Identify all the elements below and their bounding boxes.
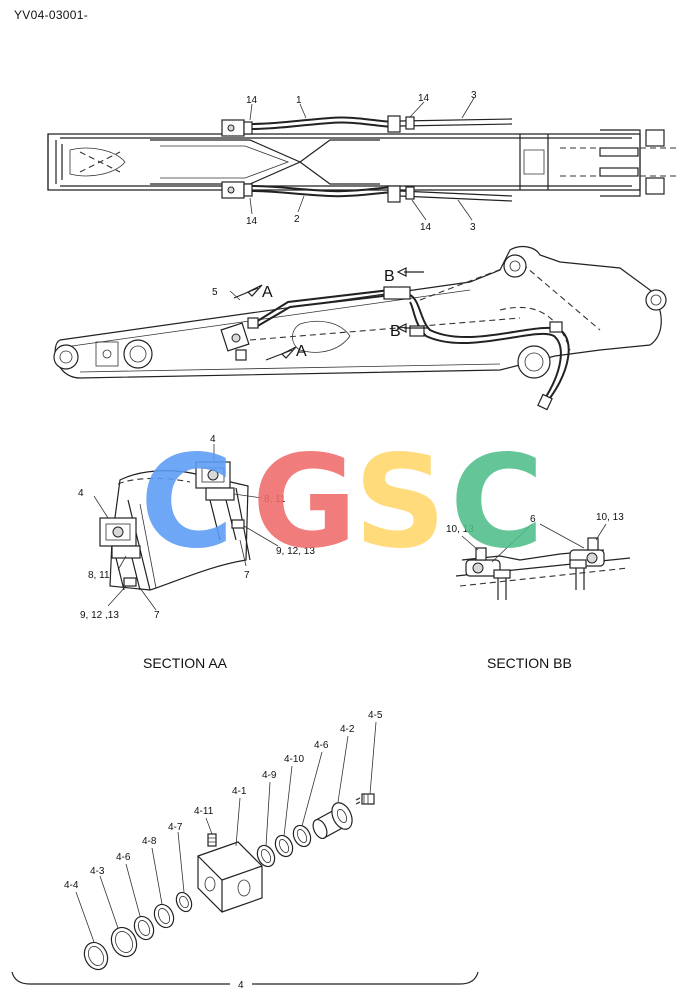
document-id: YV04-03001-	[14, 8, 89, 22]
section-aa-callouts: 4 4 8, 11 8, 11 9, 12, 13 9, 12 ,13 7 7 …	[78, 434, 315, 671]
callout-4-6-right: 4-6	[314, 740, 329, 751]
callout-bb-bolt-left: 10, 13	[446, 524, 474, 535]
callout-aa-block-top: 4	[210, 434, 216, 445]
callout-aa-bolt-left: 8, 11	[88, 570, 110, 581]
callout-pipe-upper: 3	[471, 90, 477, 101]
block-4-1	[197, 833, 263, 913]
exploded-view-drawing	[11, 721, 479, 985]
callout-4-9: 4-9	[262, 770, 277, 781]
side-view-boom	[53, 245, 667, 379]
callout-part-5: 5	[212, 287, 218, 298]
snap-ring-4-4	[83, 941, 109, 971]
section-aa-drawing	[93, 444, 279, 611]
watermark-letter-3: S	[354, 428, 446, 577]
callout-hose-lower: 2	[294, 214, 300, 225]
callout-clamp-lower-mid: 14	[420, 222, 432, 233]
top-view-callouts: 1 3 14 14 2 3 14 14	[246, 90, 477, 233]
callout-bb-bolt-right: 10, 13	[596, 512, 624, 523]
pin-4-2	[312, 802, 353, 840]
callout-4-8: 4-8	[142, 836, 157, 847]
callout-hose-upper: 1	[296, 95, 302, 106]
callout-4-4: 4-4	[64, 880, 79, 891]
callout-4-7: 4-7	[168, 822, 183, 833]
callout-4-11: 4-11	[194, 806, 214, 817]
ring-4-3	[110, 926, 138, 958]
callout-pipe-lower: 3	[470, 222, 476, 233]
callout-4-6-left: 4-6	[116, 852, 131, 863]
callout-4-5: 4-5	[368, 710, 383, 721]
ring-4-6-right	[292, 824, 312, 848]
callout-4-2: 4-2	[340, 724, 355, 735]
callout-aa-plate-top: 7	[244, 570, 250, 581]
watermark-letter-1: C	[140, 428, 234, 577]
callout-aa-nut-left: 9, 12 ,13	[80, 610, 119, 621]
callout-4-10: 4-10	[284, 754, 304, 765]
callout-4-1: 4-1	[232, 786, 247, 797]
section-a-lower-label: A	[296, 343, 307, 360]
ring-4-10	[274, 834, 294, 858]
side-view-callouts: 5 A A B B	[212, 268, 401, 360]
top-view-hoses	[221, 97, 513, 221]
section-b-upper-label: B	[384, 268, 395, 285]
top-view-boom	[47, 129, 680, 197]
section-bb-drawing	[455, 523, 631, 600]
exploded-view-callouts: 4-4 4-3 4-6 4-8 4-7 4-11 4-1 4-9 4-10 4-…	[64, 710, 383, 991]
callout-aa-nut-top: 9, 12, 13	[276, 546, 315, 557]
callout-clamp-lower-left: 14	[246, 216, 258, 227]
bolt-4-5	[355, 793, 375, 805]
section-b-lower-label: B	[390, 323, 401, 340]
callout-clamp-upper-mid: 14	[418, 93, 430, 104]
section-a-upper-label: A	[262, 284, 273, 301]
section-bb-callouts: 6 10, 13 10, 13 SECTION BB	[446, 512, 624, 671]
ring-4-8	[153, 903, 175, 929]
ring-4-7	[175, 891, 193, 913]
callout-clamp-upper-left: 14	[246, 95, 258, 106]
section-bb-title: SECTION BB	[487, 655, 572, 671]
watermark-letter-4: C	[450, 428, 544, 577]
section-aa-title: SECTION AA	[143, 655, 228, 671]
callout-aa-block-left: 4	[78, 488, 84, 499]
assembly-label: 4	[238, 980, 244, 991]
watermark-letter-2: G	[252, 428, 357, 577]
callout-4-3: 4-3	[90, 866, 105, 877]
callout-aa-plate-left: 7	[154, 610, 160, 621]
callout-aa-bolt-top: 8, 11	[264, 494, 286, 505]
callout-bb-clamp-center: 6	[530, 514, 536, 525]
watermark: C G S C	[140, 428, 544, 577]
side-view-hoses	[220, 267, 570, 411]
